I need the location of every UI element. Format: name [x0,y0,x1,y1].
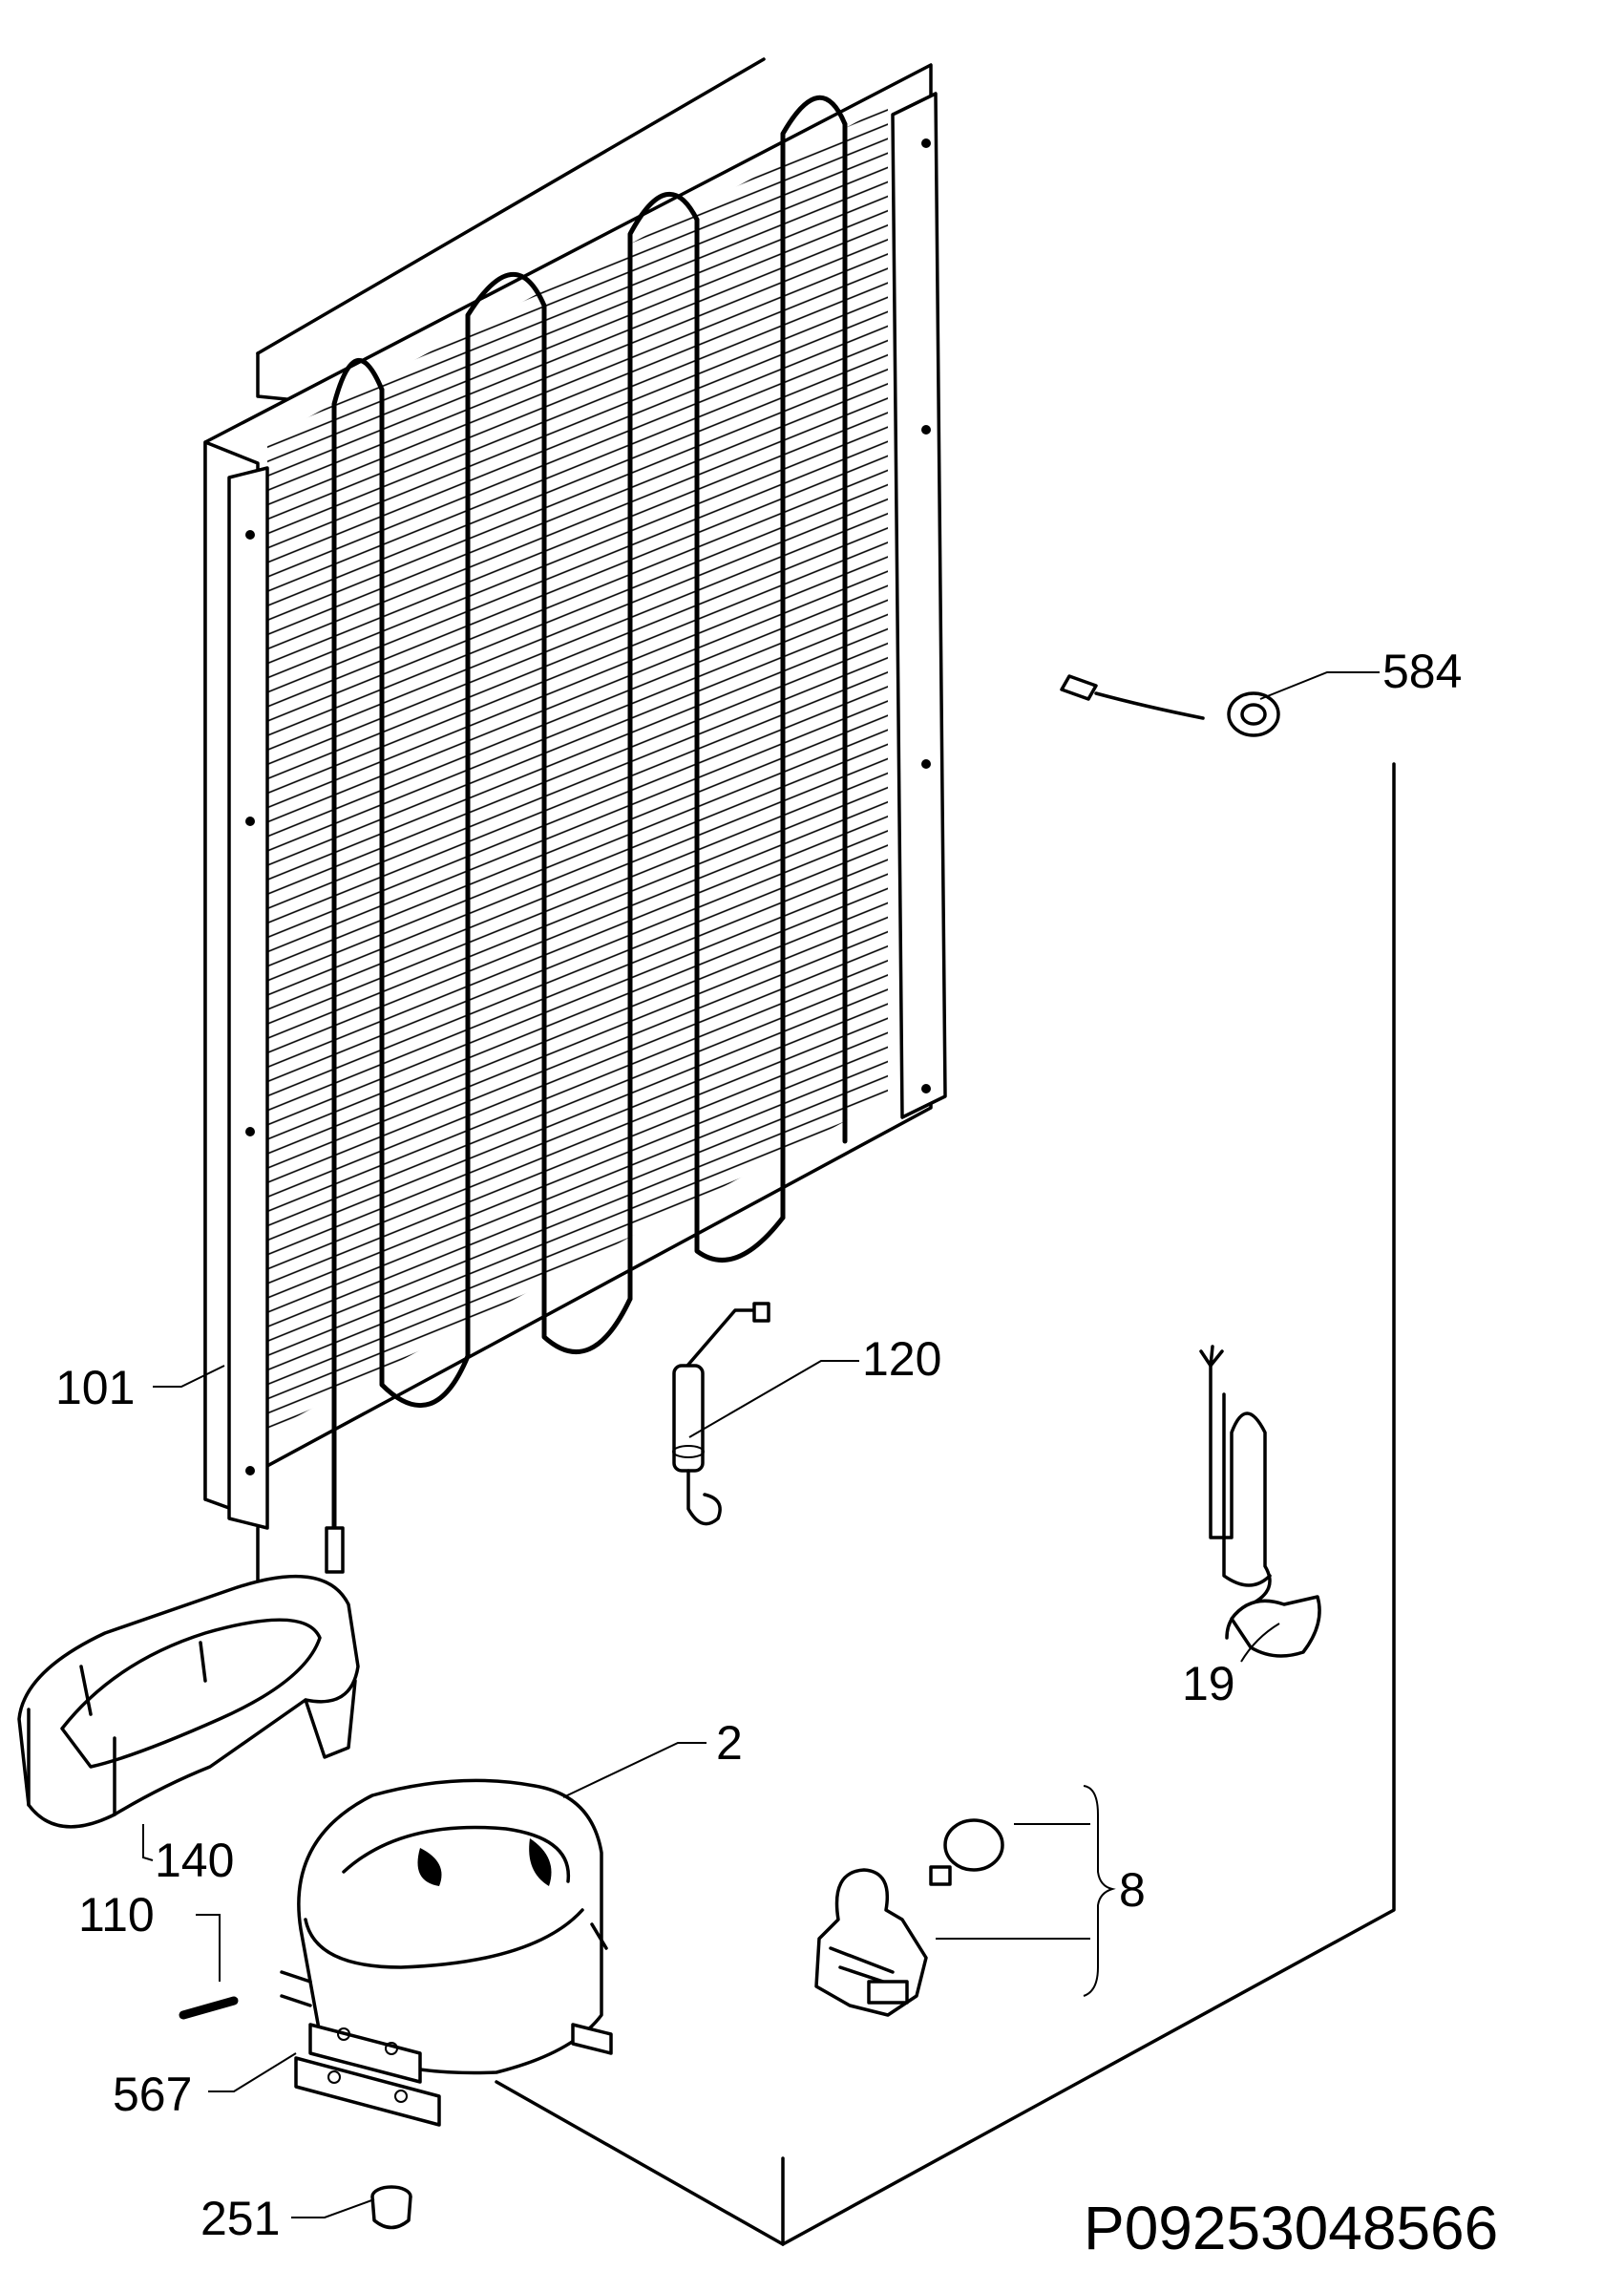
label-251: 251 [200,2192,280,2245]
wire-grommet-584 [1060,674,1280,737]
label-110: 110 [78,1888,155,1942]
pin-110 [179,1996,239,2020]
condenser [203,63,947,1574]
label-101: 101 [55,1361,135,1414]
diagram-code: P09253048566 [1084,2194,1498,2262]
compressor-tray-140 [17,1574,360,1829]
callout-labels: 584 120 101 19 2 140 8 110 567 251 P0925… [55,645,1498,2262]
grommet-251 [370,2185,412,2230]
label-567: 567 [113,2068,192,2121]
leader-lines [142,671,1380,2218]
electrical-kit-8 [814,1818,1004,2017]
label-584: 584 [1382,645,1462,698]
label-8: 8 [1119,1863,1146,1917]
label-140: 140 [155,1834,234,1887]
power-cord-19 [1199,1345,1321,1658]
compressor-2 [280,1778,613,2127]
label-120: 120 [862,1332,941,1386]
filter-dryer-120 [672,1302,770,1526]
cabinet-outline [256,57,1396,2246]
label-2: 2 [716,1716,743,1770]
label-19: 19 [1182,1657,1235,1710]
